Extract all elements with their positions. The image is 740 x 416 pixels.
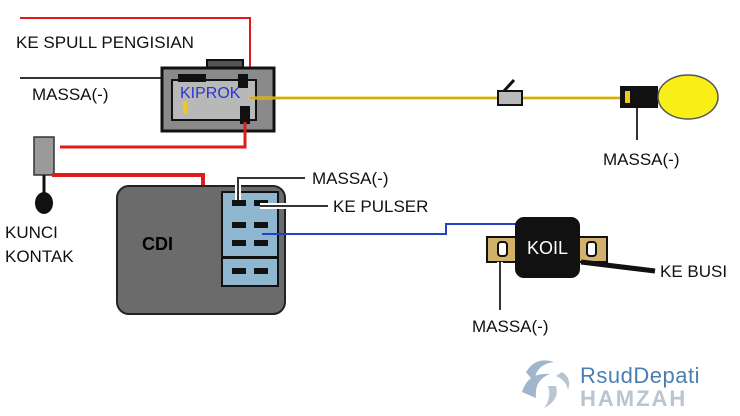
watermark-line1: RsudDepati [580,363,700,388]
label-busi: KE BUSI [660,262,727,281]
label-massa-lamp: MASSA(-) [603,150,680,169]
label-massa-kiprok: MASSA(-) [32,85,109,104]
label-massa-koil: MASSA(-) [472,317,549,336]
label-cdi: CDI [142,234,173,254]
wire-spull [20,17,251,80]
watermark-line2: HAMZAH [580,386,687,411]
label-massa-cdi: MASSA(-) [312,169,389,188]
wire-blue-koil [262,223,522,235]
wire-red-kunci [60,122,247,149]
label-spull: KE SPULL PENGISIAN [16,33,194,52]
label-koil: KOIL [527,238,568,258]
label-kunci-line1: KUNCI [5,223,58,242]
kunci-kontak [33,136,55,214]
label-pulser: KE PULSER [333,197,428,216]
koil [486,217,656,310]
cdi-unit [116,185,286,315]
label-kiprok: KIPROK [180,85,241,102]
lamp-switch [497,78,523,106]
watermark: RsudDepati HAMZAH [522,360,700,411]
watermark-logo [522,360,570,408]
label-kunci-line2: KONTAK [5,247,74,266]
lamp [620,74,719,140]
